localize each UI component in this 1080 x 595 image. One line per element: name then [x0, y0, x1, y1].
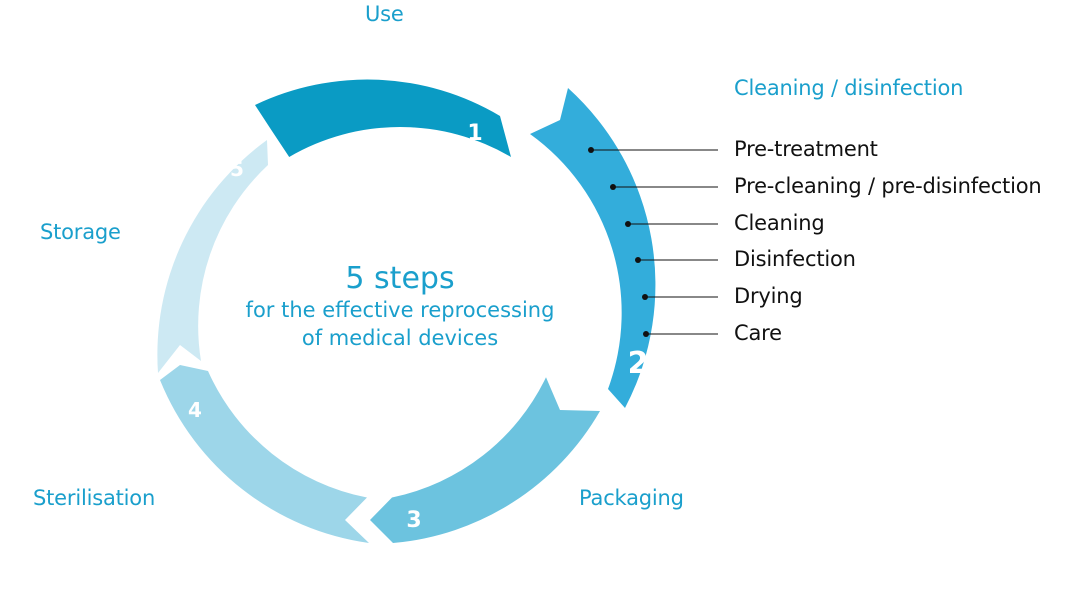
leader-dot-pre-treatment [588, 147, 594, 153]
leader-dot-pre-cleaning [610, 184, 616, 190]
substep-cleaning: Cleaning [734, 211, 825, 235]
center-subtitle-line1: for the effective reprocessing [245, 298, 555, 322]
step-4-number: 4 [188, 398, 202, 422]
step-4-label: Sterilisation [33, 486, 156, 510]
substep-disinfection: Disinfection [734, 247, 856, 271]
step-5-label: Storage [40, 220, 121, 244]
step-2-label: Cleaning / disinfection [734, 76, 964, 100]
step-1-number: 1 [467, 121, 482, 146]
substep-drying: Drying [734, 284, 803, 308]
step-2-number: 2 [628, 346, 649, 381]
step-3-number: 3 [406, 508, 421, 533]
center-title: 5 steps [345, 261, 455, 296]
step-1-arrow [255, 79, 511, 157]
leader-dot-disinfection [635, 257, 641, 263]
step-4-arrow [160, 365, 369, 543]
substep-pre-treatment: Pre-treatment [734, 137, 878, 161]
leader-dot-cleaning [625, 221, 631, 227]
step-2-arrow [530, 88, 656, 408]
step-1-label: Use [365, 2, 404, 26]
step-3-arrow [370, 377, 600, 543]
step-5-arrow [157, 140, 268, 373]
center-text: 5 steps for the effective reprocessing o… [210, 262, 590, 352]
substep-care: Care [734, 321, 782, 345]
substep-pre-cleaning: Pre-cleaning / pre-disinfection [734, 174, 1042, 198]
leader-dot-care [643, 331, 649, 337]
step-3-label: Packaging [579, 486, 684, 510]
center-subtitle-line2: of medical devices [301, 326, 499, 350]
step-5-number: 5 [230, 157, 244, 181]
leader-dot-drying [642, 294, 648, 300]
substep-leaders [588, 147, 718, 337]
